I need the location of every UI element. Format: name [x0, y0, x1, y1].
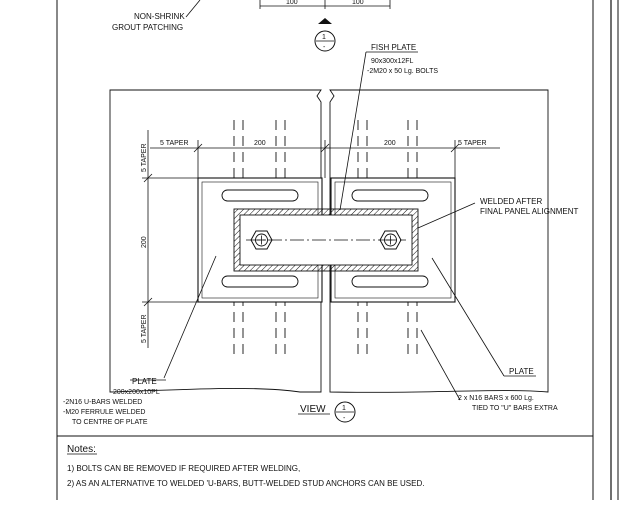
vert-taper-top: 5 TAPER: [141, 143, 148, 172]
fish-plate-line2: -2M20 x 50 Lg. BOLTS: [367, 68, 438, 75]
panel-right-outline: [329, 89, 549, 393]
grout-leader: [185, 0, 201, 18]
vertical-dimension: [142, 130, 198, 348]
taper-left-label: 5 TAPER: [160, 140, 189, 147]
note-item-1: 1) BOLTS CAN BE REMOVED IF REQUIRED AFTE…: [67, 464, 300, 473]
u-bars: [221, 189, 429, 288]
top-dim-label-1: 100: [286, 0, 298, 6]
plate-left-line1: 200x200x10PL: [113, 389, 160, 396]
plate-right-label: PLATE: [509, 367, 534, 376]
view-marker-top: 1: [342, 405, 346, 412]
section-marker: 1 -: [314, 18, 336, 52]
vert-taper-bottom: 5 TAPER: [141, 314, 148, 343]
fish-plate-line1: 90x300x12FL: [371, 58, 414, 65]
plate-left-line2: -2N16 U-BARS WELDED: [63, 399, 142, 406]
taper-right-label: 5 TAPER: [458, 140, 487, 147]
grout-label-line2: GROUT PATCHING: [112, 23, 183, 32]
plate-right-callout: PLATE: [431, 257, 536, 377]
plate-left-line3: -M20 FERRULE WELDED: [63, 409, 145, 416]
vert-dim-200: 200: [141, 236, 148, 248]
note-item-2: 2) AS AN ALTERNATIVE TO WELDED 'U-BARS, …: [67, 479, 424, 488]
bars-note-line2: TIED TO "U" BARS EXTRA: [472, 405, 558, 412]
plate-left-callout: PLATE 200x200x10PL -2N16 U-BARS WELDED -…: [63, 255, 217, 426]
dim-left-200: 200: [254, 140, 266, 147]
grout-label-line1: NON-SHRINK: [134, 12, 185, 21]
notes-heading: Notes:: [67, 444, 96, 455]
view-text: VIEW: [300, 404, 326, 415]
bars-callout: 2 x N16 BARS x 600 Lg. TIED TO "U" BARS …: [420, 329, 558, 412]
section-marker-bottom: -: [323, 44, 326, 51]
welded-after-line1: WELDED AFTER: [480, 197, 542, 206]
section-marker-top: 1: [322, 34, 326, 41]
fish-plate-title: FISH PLATE: [371, 43, 416, 52]
dim-right-200: 200: [384, 140, 396, 147]
plate-left-title: PLATE: [132, 377, 157, 386]
notes-section: Notes: 1) BOLTS CAN BE REMOVED IF REQUIR…: [67, 444, 424, 488]
top-dim-label-2: 100: [352, 0, 364, 6]
view-label: VIEW 1 -: [298, 401, 356, 423]
plate-left-line4: TO CENTRE OF PLATE: [72, 419, 148, 426]
welded-after-callout: WELDED AFTER FINAL PANEL ALIGNMENT: [417, 197, 579, 229]
welded-after-line2: FINAL PANEL ALIGNMENT: [480, 207, 579, 216]
horizontal-dimension: [150, 140, 500, 178]
fish-plate-callout: FISH PLATE 90x300x12FL -2M20 x 50 Lg. BO…: [339, 43, 438, 211]
view-marker-bottom: -: [343, 415, 346, 422]
bars-note-line1: 2 x N16 BARS x 600 Lg.: [458, 395, 534, 402]
